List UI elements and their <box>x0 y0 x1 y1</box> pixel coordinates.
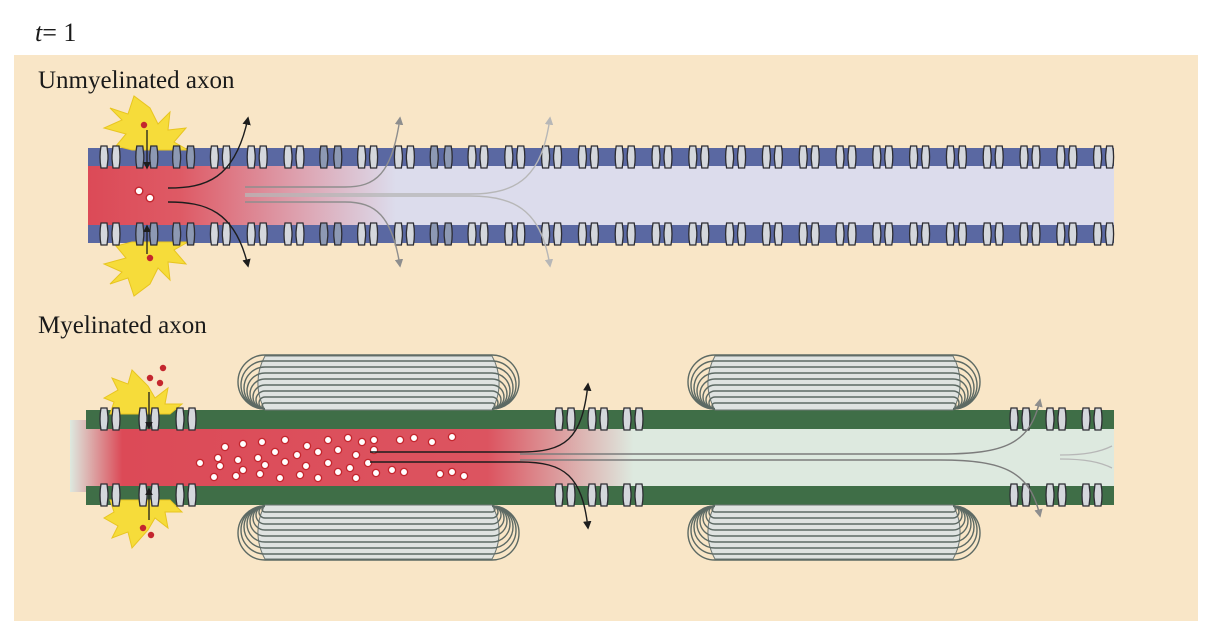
current-arrow-icon <box>167 116 251 189</box>
axon-interior <box>70 420 1114 492</box>
ion-particle-icon <box>220 442 230 452</box>
ion-particle-icon <box>447 432 457 442</box>
unmyelinated-axon <box>88 95 1115 297</box>
ion-particle-icon <box>345 463 355 473</box>
current-arrow-icon <box>245 116 404 188</box>
membrane-bottom <box>88 225 1114 243</box>
ion-particle-icon <box>333 467 343 477</box>
ion-particle-icon <box>280 457 290 467</box>
ion-particle-icon <box>302 441 312 451</box>
current-arrow-icon <box>520 398 1043 455</box>
ion-particle-icon <box>238 439 248 449</box>
ion-particle-icon <box>139 524 147 532</box>
myelinated-axon <box>70 354 1114 561</box>
ion-particle-icon <box>323 458 333 468</box>
spark-burst-icon <box>102 241 190 297</box>
myelinated-title: Myelinated axon <box>38 312 207 339</box>
ion-particle-icon <box>270 447 280 457</box>
current-arrow-icon <box>245 195 554 268</box>
ion-particle-icon <box>351 473 361 483</box>
ion-particle-icon <box>209 472 219 482</box>
ion-particle-icon <box>399 467 409 477</box>
ion-particle-icon <box>435 469 445 479</box>
current-arrow-icon <box>245 116 554 195</box>
ion-particle-icon <box>447 467 457 477</box>
ion-particle-icon <box>195 458 205 468</box>
current-arrow-icon <box>370 461 592 530</box>
ion-particle-icon <box>343 433 353 443</box>
ion-particle-icon <box>295 470 305 480</box>
ion-particle-icon <box>333 445 343 455</box>
axon-interior <box>88 166 1114 226</box>
ion-particle-icon <box>146 374 154 382</box>
ion-particle-icon <box>371 468 381 478</box>
ion-particle-icon <box>257 437 267 447</box>
spark-burst-icon <box>103 499 184 550</box>
current-arrow-icon <box>1059 458 1113 469</box>
ion-particle-icon <box>387 465 397 475</box>
ion-particle-icon <box>134 186 144 196</box>
ion-particle-icon <box>363 458 373 468</box>
current-arrow-icon <box>245 201 404 268</box>
ion-particle-icon <box>231 471 241 481</box>
membrane-top <box>88 148 1114 166</box>
myelin-layers <box>237 354 981 561</box>
ion-particle-icon <box>156 379 164 387</box>
ion-particle-icon <box>159 364 167 372</box>
ion-particle-icon <box>238 465 248 475</box>
ion-particle-icon <box>301 461 311 471</box>
time-variable: t <box>35 18 43 47</box>
ion-particle-icon <box>215 461 225 471</box>
ion-particle-icon <box>213 453 223 463</box>
ion-particle-icon <box>255 469 265 479</box>
ion-particle-icon <box>395 435 405 445</box>
ion-particle-icon <box>409 433 419 443</box>
ion-particle-icon <box>280 435 290 445</box>
current-arrow-icon <box>370 382 592 453</box>
ion-particle-icon <box>146 254 154 262</box>
interior-ions <box>195 432 469 483</box>
ion-particle-icon <box>147 531 155 539</box>
ion-particle-icon <box>313 473 323 483</box>
ion-particle-icon <box>145 193 155 203</box>
unmyelinated-title: Unmyelinated axon <box>38 67 235 94</box>
ion-particle-icon <box>275 473 285 483</box>
ion-particle-icon <box>313 447 323 457</box>
ion-particle-icon <box>253 453 263 463</box>
ion-particle-icon <box>323 435 333 445</box>
ion-particle-icon <box>357 437 367 447</box>
spark-burst-icon <box>102 369 184 415</box>
ion-particle-icon <box>427 437 437 447</box>
ion-particle-icon <box>369 435 379 445</box>
ion-particle-icon <box>459 471 469 481</box>
time-label: t= 1 <box>35 18 76 48</box>
ion-particle-icon <box>233 455 243 465</box>
ion-particle-icon <box>292 450 302 460</box>
ion-particle-icon <box>351 450 361 460</box>
current-arrow-icon <box>1059 445 1113 456</box>
current-arrow-icon <box>167 201 251 268</box>
time-value: = 1 <box>42 18 77 47</box>
ion-particle-icon <box>260 460 270 470</box>
current-arrow-icon <box>520 459 1043 518</box>
ion-particle-icon <box>140 121 148 129</box>
